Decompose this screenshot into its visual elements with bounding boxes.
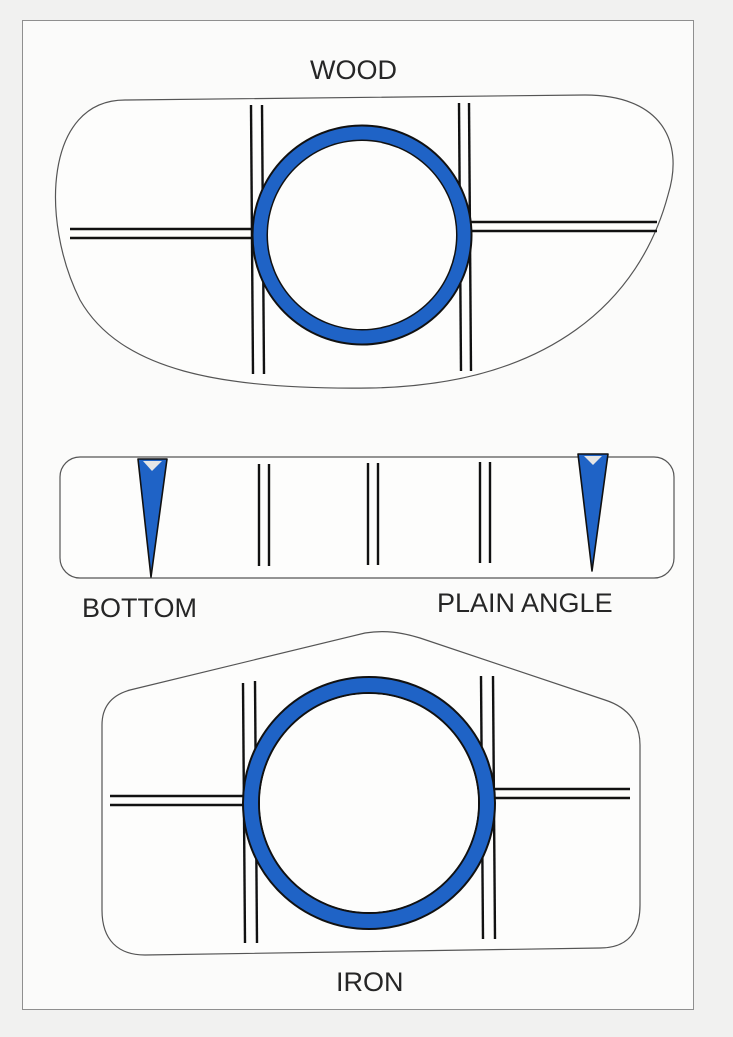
iron-horizontal-line-right bbox=[490, 787, 630, 800]
wood-label: WOOD bbox=[310, 55, 397, 85]
wood-horizontal-line-left bbox=[70, 227, 256, 240]
bottom-arrow-marker bbox=[137, 458, 168, 578]
wood-template bbox=[54, 94, 674, 389]
plain-angle-label: PLAIN ANGLE bbox=[437, 588, 613, 618]
wood-ring bbox=[251, 124, 473, 346]
sight-line-3 bbox=[478, 462, 492, 563]
sight-strip bbox=[59, 453, 675, 579]
iron-ring bbox=[242, 676, 496, 930]
iron-template bbox=[101, 631, 641, 956]
iron-horizontal-line-left bbox=[110, 794, 246, 807]
plain-angle-arrow-marker bbox=[577, 453, 609, 572]
wood-horizontal-line-right bbox=[470, 220, 657, 233]
sight-line-2 bbox=[366, 463, 380, 565]
iron-label: IRON bbox=[336, 967, 404, 997]
sight-line-1 bbox=[257, 464, 271, 566]
bottom-label: BOTTOM bbox=[82, 593, 198, 623]
